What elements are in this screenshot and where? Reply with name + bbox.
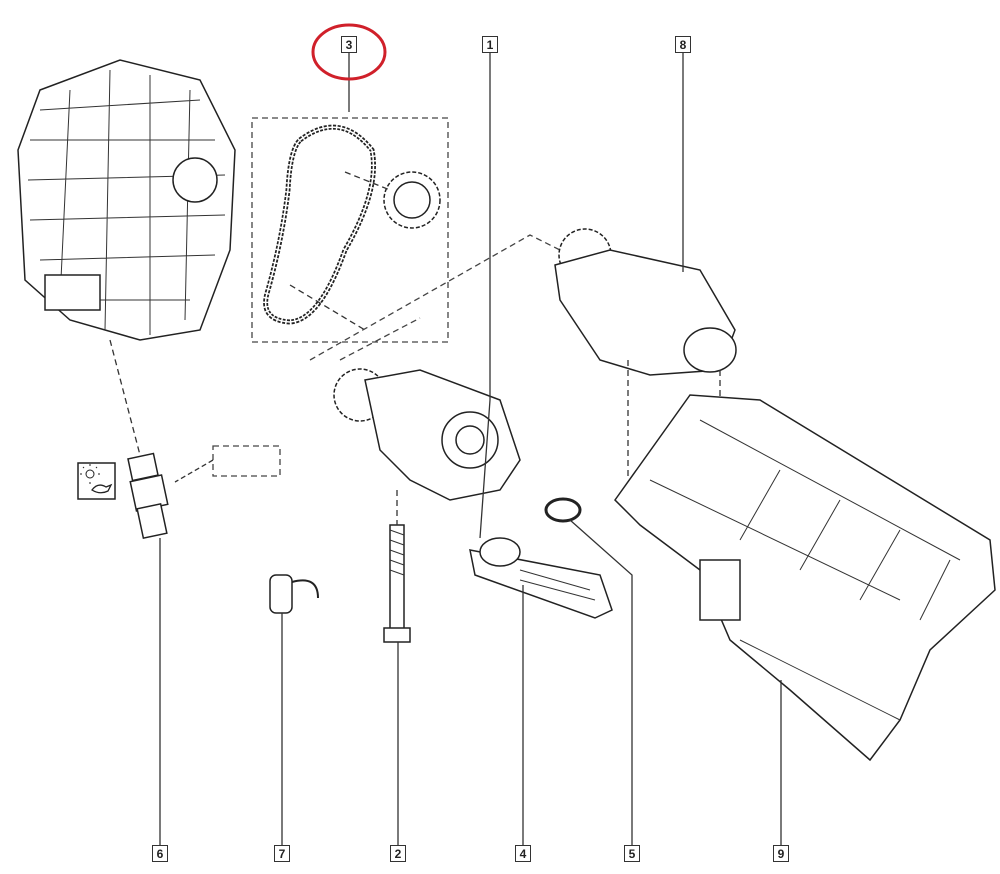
callout-9[interactable]: 9 <box>773 845 789 862</box>
dowel-pin[interactable] <box>269 574 319 614</box>
oil-pump-assembly[interactable] <box>554 228 737 376</box>
callout-1[interactable]: 1 <box>482 36 498 53</box>
bolt[interactable] <box>383 524 411 643</box>
callout-8[interactable]: 8 <box>675 36 691 53</box>
oil-pump[interactable] <box>333 368 521 501</box>
highlight-circle <box>311 23 387 81</box>
callout-3[interactable]: 3 <box>341 36 357 53</box>
engine-assembly[interactable] <box>17 59 236 341</box>
callout-6[interactable]: 6 <box>152 845 168 862</box>
oil-sump[interactable] <box>614 394 996 762</box>
callout-7[interactable]: 7 <box>274 845 290 862</box>
timing-chain-kit[interactable] <box>263 124 441 325</box>
callout-5[interactable]: 5 <box>624 845 640 862</box>
callout-2[interactable]: 2 <box>390 845 406 862</box>
o-ring[interactable] <box>544 497 582 523</box>
oil-strainer[interactable] <box>469 537 613 619</box>
oil-pressure-warning-icon <box>77 462 116 500</box>
oil-pressure-switch[interactable] <box>127 452 169 540</box>
callout-4[interactable]: 4 <box>515 845 531 862</box>
